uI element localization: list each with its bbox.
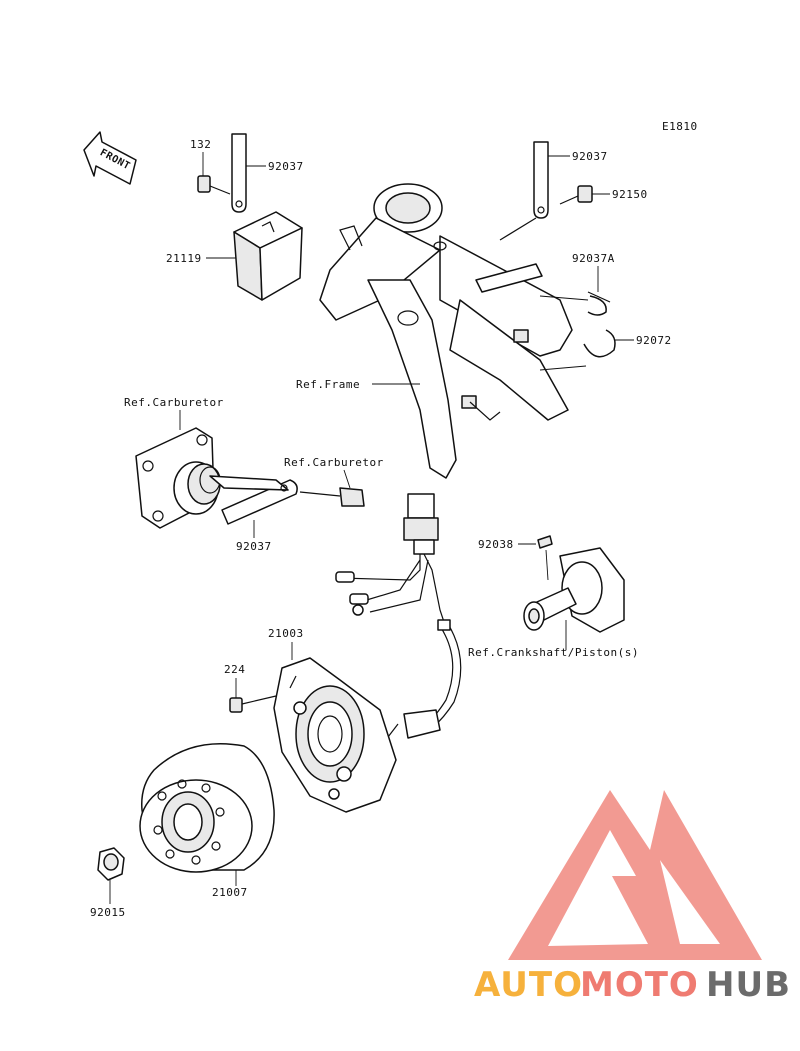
diagram-code: E1810 <box>662 120 698 133</box>
crankshaft-part <box>523 547 625 633</box>
label-21007: 21007 <box>212 886 248 899</box>
bolt-132-part <box>197 175 231 195</box>
label-ref-carburetor-1: Ref.Carburetor <box>124 396 224 409</box>
flywheel-21007-part <box>139 743 275 873</box>
automotohub-logo <box>508 790 762 960</box>
label-92037A: 92037A <box>572 252 615 265</box>
connector-part <box>339 493 445 623</box>
frame-part <box>319 183 573 479</box>
label-92015: 92015 <box>90 906 126 919</box>
nut-92015-part <box>97 847 125 881</box>
harness-part <box>377 619 462 751</box>
label-92037-b: 92037 <box>572 150 608 163</box>
bolt-224-part <box>229 695 277 713</box>
label-ref-carburetor-2: Ref.Carburetor <box>284 456 384 469</box>
label-92072: 92072 <box>636 334 672 347</box>
label-92150: 92150 <box>612 188 648 201</box>
clamp-92072-part <box>583 329 616 358</box>
label-ref-frame: Ref.Frame <box>296 378 360 391</box>
carb-bolt-part <box>299 487 365 507</box>
stator-21003-part <box>273 657 397 813</box>
bolt-92150-part <box>559 185 593 205</box>
label-21003: 21003 <box>268 627 304 640</box>
label-92037-a: 92037 <box>268 160 304 173</box>
logo-text-hub: HUB <box>706 965 791 1005</box>
label-132: 132 <box>190 138 211 151</box>
wire-terminals-part <box>335 571 369 616</box>
stay-92037-top-left-part <box>231 133 247 213</box>
front-arrow-icon: FRONT <box>83 131 137 185</box>
clamp-92037A-part <box>587 291 611 316</box>
label-92038: 92038 <box>478 538 514 551</box>
carburetor-holder-part <box>135 427 221 529</box>
stay-92037-carb-part <box>209 475 298 525</box>
cdi-unit-21119-part <box>233 211 303 301</box>
label-21119: 21119 <box>166 252 202 265</box>
label-92037-c: 92037 <box>236 540 272 553</box>
logo-text-auto: AUTO <box>474 965 583 1005</box>
stay-92037-top-right-part <box>533 141 549 219</box>
label-224: 224 <box>224 663 245 676</box>
label-ref-crankshaft: Ref.Crankshaft/Piston(s) <box>468 646 639 659</box>
key-92038-part <box>537 535 553 549</box>
logo-text-moto: MOTO <box>580 965 699 1005</box>
